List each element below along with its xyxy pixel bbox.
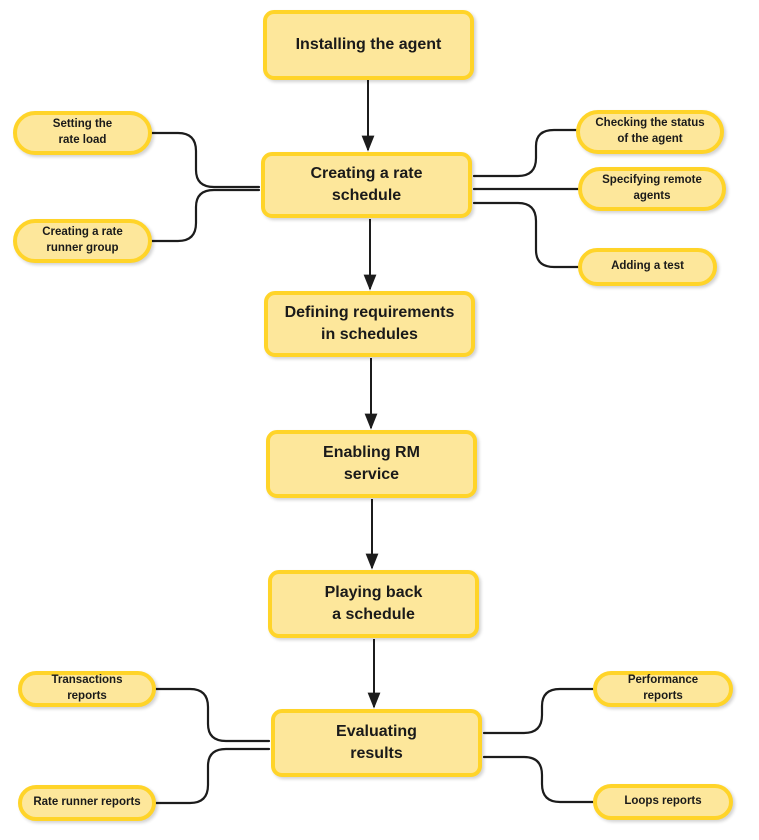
node-creating-a-rate-schedule[interactable]: Creating a rate schedule — [261, 152, 472, 218]
node-transactions-reports[interactable]: Transactions reports — [18, 671, 156, 707]
edge-transactions-reports — [154, 687, 271, 743]
node-rate-runner-reports[interactable]: Rate runner reports — [18, 785, 156, 821]
node-label-enabling-rm-service: Enabling RM service — [323, 444, 420, 483]
node-label-specifying-remote-agents: Specifying remote agents — [602, 174, 702, 202]
node-label-creating-a-rate-schedule: Creating a rate schedule — [310, 165, 423, 204]
edge-rate-runner-reports — [154, 747, 271, 805]
node-installing-the-agent[interactable]: Installing the agent — [263, 10, 474, 80]
node-defining-requirements[interactable]: Defining requirements in schedules — [264, 291, 475, 357]
node-evaluating-results[interactable]: Evaluating results — [271, 709, 482, 777]
node-label-playing-back-a-schedule: Playing back a schedule — [324, 584, 423, 623]
edge-checking-the-status-of-the-agent — [472, 128, 578, 178]
node-label-setting-the-rate-load: Setting the rate load — [52, 118, 113, 146]
node-label-defining-requirements: Defining requirements in schedules — [284, 304, 455, 343]
edge-creating-a-rate-runner-group — [150, 188, 261, 243]
node-label-loops-reports: Loops reports — [624, 795, 702, 808]
node-playing-back-a-schedule[interactable]: Playing back a schedule — [268, 570, 479, 638]
node-label-checking-the-status-of-the-agent: Checking the status of the agent — [595, 117, 705, 145]
node-label-performance-reports: Performance reports — [627, 674, 699, 702]
edge-setting-the-rate-load — [150, 131, 261, 189]
node-creating-a-rate-runner-group[interactable]: Creating a rate runner group — [13, 219, 152, 263]
node-label-rate-runner-reports: Rate runner reports — [33, 796, 141, 809]
node-label-evaluating-results: Evaluating results — [336, 723, 417, 762]
node-setting-the-rate-load[interactable]: Setting the rate load — [13, 111, 152, 155]
node-label-transactions-reports: Transactions reports — [51, 674, 123, 702]
node-checking-the-status-of-the-agent[interactable]: Checking the status of the agent — [576, 110, 724, 154]
node-adding-a-test[interactable]: Adding a test — [578, 248, 717, 286]
node-enabling-rm-service[interactable]: Enabling RM service — [266, 430, 477, 498]
edge-performance-reports — [482, 687, 595, 735]
node-loops-reports[interactable]: Loops reports — [593, 784, 733, 820]
node-label-creating-a-rate-runner-group: Creating a rate runner group — [42, 226, 123, 254]
node-performance-reports[interactable]: Performance reports — [593, 671, 733, 707]
edge-adding-a-test — [472, 201, 580, 269]
node-label-adding-a-test: Adding a test — [611, 260, 684, 273]
node-label-installing-the-agent: Installing the agent — [295, 36, 442, 54]
node-specifying-remote-agents[interactable]: Specifying remote agents — [578, 167, 726, 211]
edge-loops-reports — [482, 755, 595, 804]
